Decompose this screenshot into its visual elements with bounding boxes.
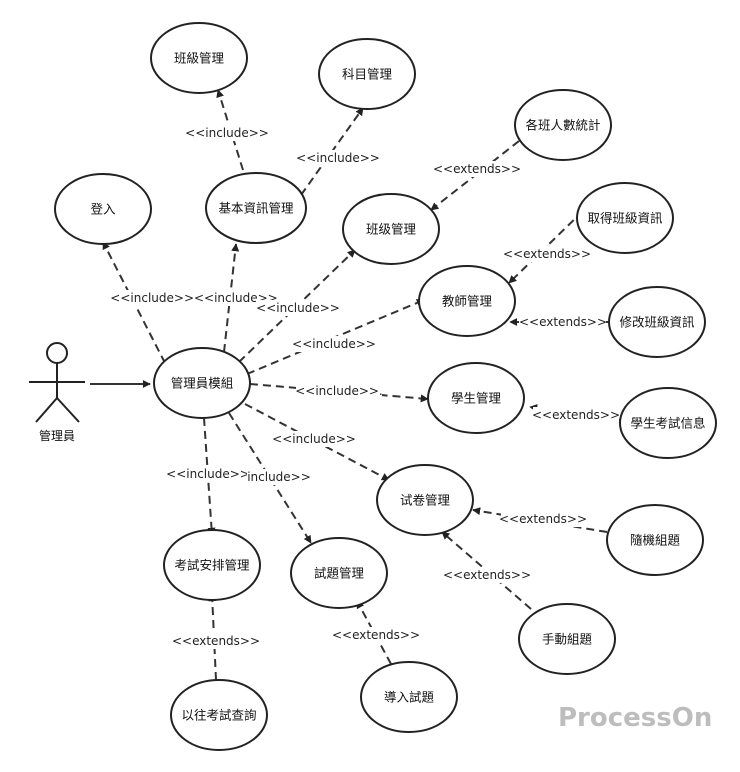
use-case-label: 考試安排管理 — [174, 558, 250, 573]
edge-label-include: include>> — [247, 470, 311, 484]
use-case-student-mgmt[interactable]: 學生管理 — [427, 362, 525, 434]
use-case-class-mgmt[interactable]: 班级管理 — [342, 193, 440, 265]
edge-label-extends: <<extends>> — [172, 634, 260, 648]
use-case-paper-mgmt[interactable]: 试卷管理 — [376, 464, 474, 536]
edge-label-extends: <<extends>> — [532, 408, 620, 422]
use-case-question-mgmt[interactable]: 試題管理 — [290, 537, 388, 609]
use-case-label: 基本資訊管理 — [218, 201, 294, 216]
actor-label: 管理員 — [39, 428, 75, 443]
use-case-random-paper[interactable]: 隨機組題 — [606, 504, 704, 576]
use-case-past-exam-query[interactable]: 以往考試查詢 — [170, 679, 268, 751]
use-case-label: 隨機組題 — [630, 533, 681, 548]
watermark: ProcessOn — [558, 703, 712, 733]
use-case-class-mgmt-top[interactable]: 班級管理 — [150, 22, 248, 94]
edge-labels: <<include>> <<include>> <<extends>> <<in… — [110, 125, 620, 649]
edge-label-extends: <<extends>> — [519, 315, 607, 329]
edge-label-include: <<include>> — [292, 337, 376, 351]
edge-main-to-student — [249, 383, 429, 403]
use-case-label: 试卷管理 — [400, 493, 451, 508]
use-case-teacher-mgmt[interactable]: 教師管理 — [418, 265, 516, 337]
edge-label-extends: <<extends>> — [332, 628, 420, 642]
use-case-label: 試題管理 — [314, 566, 365, 581]
edge-label-extends: <<extends>> — [499, 512, 587, 526]
edge-label-extends: <<extends>> — [503, 247, 591, 261]
use-case-label: 學生管理 — [451, 391, 502, 406]
use-case-label: 教師管理 — [442, 294, 493, 309]
edge-label-include: <<include>> — [166, 467, 250, 481]
use-case-label: 導入試題 — [384, 690, 435, 705]
use-case-class-stats[interactable]: 各班人數統計 — [514, 89, 612, 161]
use-case-label: 取得班級資訊 — [587, 211, 663, 226]
use-case-subject-mgmt[interactable]: 科目管理 — [318, 38, 416, 110]
use-case-import-questions[interactable]: 導入試題 — [360, 661, 458, 733]
edge-label-include: <<include>> — [256, 301, 340, 315]
edge-label-extends: <<extends>> — [443, 568, 531, 582]
use-case-basic-info[interactable]: 基本資訊管理 — [205, 172, 307, 244]
use-case-login[interactable]: 登入 — [54, 173, 152, 245]
use-case-exam-schedule[interactable]: 考試安排管理 — [163, 529, 261, 601]
use-case-label: 手動組題 — [542, 632, 593, 647]
edge-label-include: <<include>> — [296, 151, 380, 165]
edge-label-include: <<include>> — [185, 126, 269, 140]
use-case-label: 各班人數統計 — [525, 118, 600, 133]
edge-label-include: <<include>> — [272, 432, 356, 446]
use-cases: 班級管理 科目管理 各班人數統計 登入 基本資訊管理 班级管理 取得班級資訊 — [54, 22, 717, 751]
use-case-label: 以往考試查詢 — [181, 708, 256, 723]
use-case-label: 班級管理 — [174, 51, 225, 66]
edge-import-to-question — [356, 600, 392, 665]
use-case-manual-paper[interactable]: 手動組題 — [518, 603, 616, 675]
edge-getinfo-to-teacher — [508, 210, 584, 284]
use-case-student-exam-info[interactable]: 學生考試信息 — [619, 387, 717, 459]
use-case-label: 登入 — [90, 202, 116, 217]
edge-label-extends: <<extends>> — [433, 162, 521, 176]
actor-admin[interactable]: 管理員 — [29, 342, 85, 443]
use-case-modify-class-info[interactable]: 修改班級資訊 — [608, 286, 706, 358]
use-case-label: 學生考試信息 — [630, 416, 705, 431]
edge-label-include: <<include>>. — [295, 384, 383, 398]
use-case-label: 科目管理 — [342, 67, 393, 82]
edge-label-include-pair: <<include>><<include>> — [110, 291, 277, 305]
use-case-main-module[interactable]: 管理員模組 — [153, 347, 251, 419]
actor-leg-right — [56, 397, 80, 423]
use-case-label: 管理員模組 — [171, 376, 234, 391]
use-case-get-class-info[interactable]: 取得班級資訊 — [576, 182, 674, 254]
actor-head — [46, 342, 68, 364]
actor-leg-left — [35, 397, 58, 423]
use-case-label: 修改班級資訊 — [619, 315, 695, 330]
use-case-label: 班级管理 — [366, 222, 417, 237]
